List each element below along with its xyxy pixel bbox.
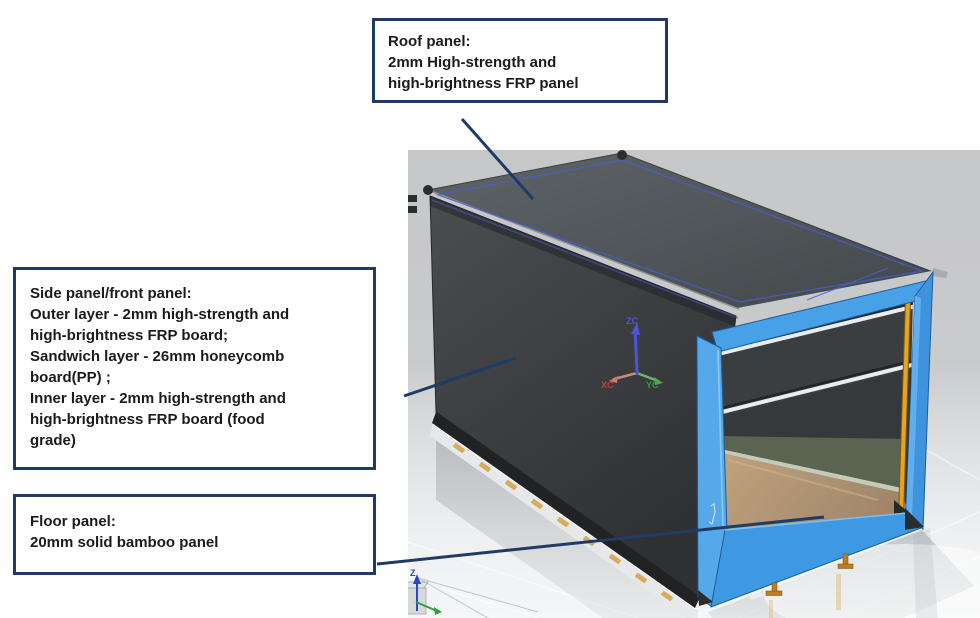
floor-callout: Floor panel: 20mm solid bamboo panel	[13, 494, 376, 575]
callout-text-line: 2mm High-strength and	[388, 54, 557, 71]
callout-text-line: Inner layer - 2mm high-strength and	[30, 390, 286, 407]
interior-orange-trim	[899, 299, 910, 517]
callout-text-line: Outer layer - 2mm high-strength and	[30, 306, 290, 323]
callout-text-line: high-brightness FRP board;	[30, 327, 229, 344]
cad-viewport: ZC XC YC Z	[408, 150, 980, 618]
container-end-frame	[696, 270, 934, 608]
axis-y-label: YC	[646, 380, 659, 390]
callout-text-line: Sandwich layer - 26mm honeycomb	[30, 348, 285, 365]
datum-z-label: Z	[410, 568, 416, 578]
interior-rail-upper	[718, 304, 913, 357]
bamboo-floor	[718, 452, 910, 532]
container-roof-panel	[423, 150, 948, 311]
callout-text-line: board(PP) ;	[30, 369, 111, 386]
csys-triad-icon: ZC XC YC	[601, 316, 663, 390]
floor-support-brackets	[749, 553, 854, 601]
side-panel-callout: Side panel/front panel: Outer layer - 2m…	[13, 267, 376, 470]
axis-x-label: XC	[601, 380, 614, 390]
axis-z-label: ZC	[626, 316, 638, 326]
callout-text-line: high-brightness FRP board (food	[30, 411, 265, 428]
roof-callout: Roof panel: 2mm High-strength and high-b…	[372, 18, 668, 103]
callout-text-line: high-brightness FRP panel	[388, 75, 579, 92]
callout-text-line: Roof panel:	[388, 33, 471, 50]
callout-text-line: Side panel/front panel:	[30, 285, 192, 302]
interior-rail-lower	[718, 362, 913, 416]
callout-text-line: grade)	[30, 432, 76, 449]
datum-csys-icon: Z	[408, 568, 539, 618]
callout-text-line: 20mm solid bamboo panel	[30, 534, 219, 551]
callout-text-line: Floor panel:	[30, 513, 116, 530]
interior-olive-skirt	[718, 436, 902, 488]
